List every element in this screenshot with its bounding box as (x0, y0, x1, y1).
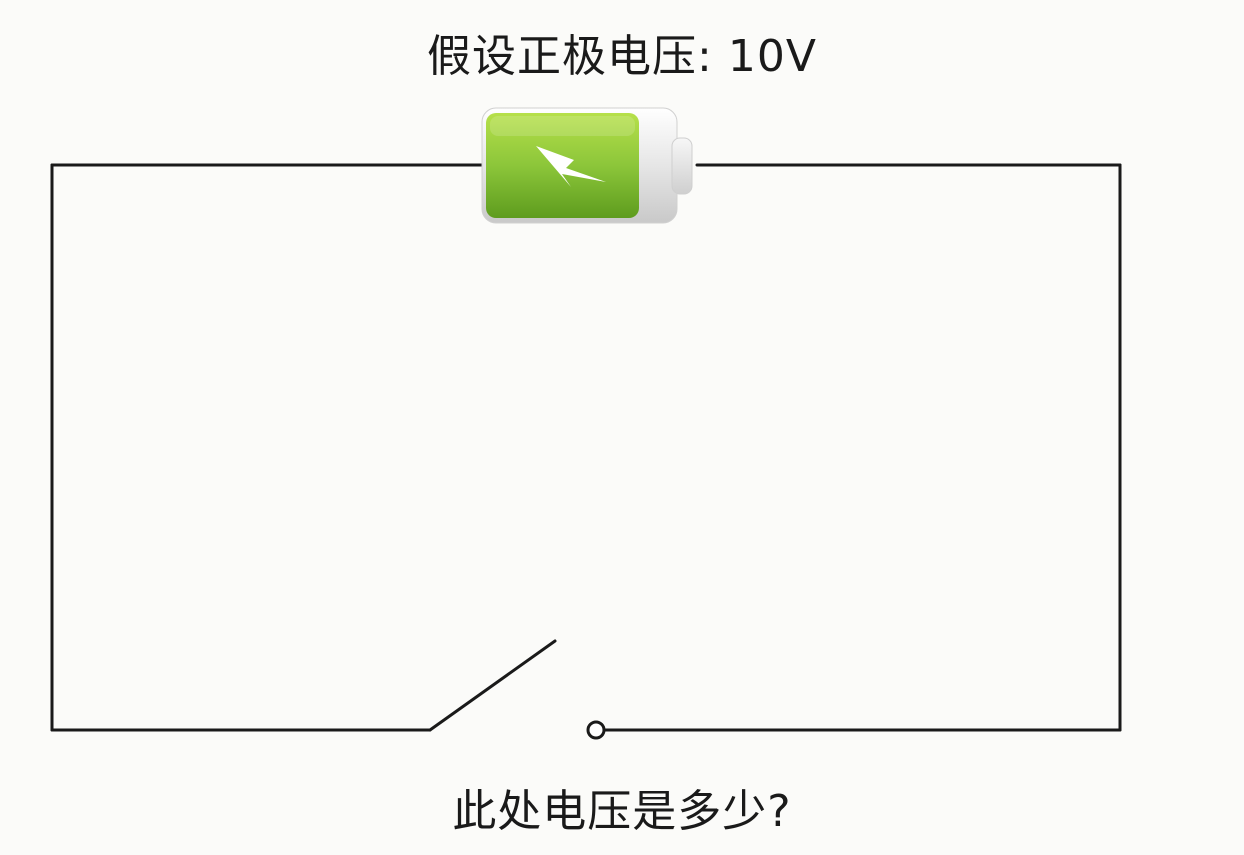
positive-voltage-label: 假设正极电压: 10V (427, 31, 817, 82)
battery-icon (481, 107, 693, 224)
voltage-question-label: 此处电压是多少? (452, 786, 792, 837)
open-switch-blade (428, 639, 557, 732)
terminal-circle-icon (586, 720, 606, 740)
